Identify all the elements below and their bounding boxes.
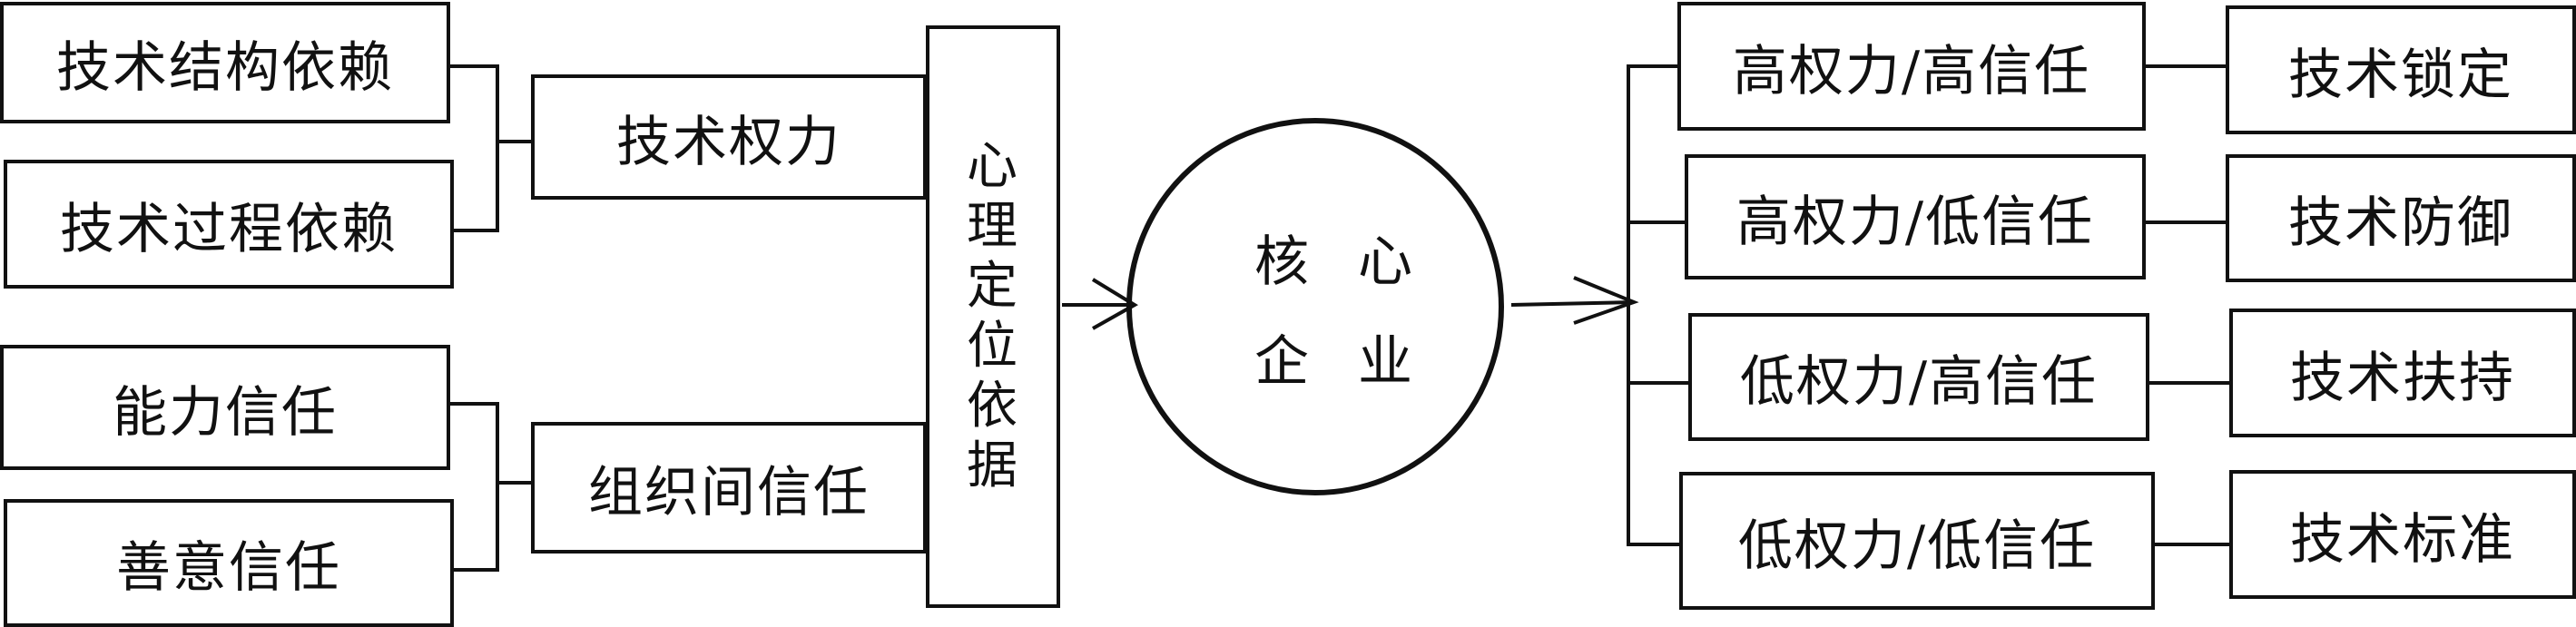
node-label: 高权力/低信任 — [1735, 190, 2095, 254]
node-label: 善意信任 — [116, 536, 341, 600]
arrow-to-outcomes — [1510, 300, 1635, 307]
node-tech-support: 技术扶持 — [2229, 309, 2576, 437]
core-line-1: 核心 — [1254, 218, 1414, 297]
node-inter-org-trust: 组织间信任 — [531, 422, 927, 554]
node-tech-structure-dependency: 技术结构依赖 — [0, 2, 450, 123]
core-char: 核 — [1254, 230, 1311, 294]
core-char: 业 — [1358, 330, 1414, 394]
node-low-power-low-trust: 低权力/低信任 — [1679, 472, 2155, 610]
node-label: 低权力/低信任 — [1737, 514, 2097, 578]
node-high-power-high-trust: 高权力/高信任 — [1677, 2, 2146, 131]
arrowhead-to-core — [1091, 278, 1138, 330]
node-tech-defense: 技术防御 — [2226, 154, 2576, 282]
basis-char: 位 — [967, 317, 1019, 376]
arrowhead-to-outcomes — [1573, 276, 1639, 325]
bracket-tech-dependency — [450, 64, 499, 232]
node-label: 组织间信任 — [588, 461, 870, 524]
node-label: 技术结构依赖 — [56, 35, 394, 100]
node-goodwill-trust: 善意信任 — [4, 499, 454, 627]
node-tech-power: 技术权力 — [531, 74, 927, 200]
node-label: 技术标准 — [2290, 507, 2515, 572]
node-label: 技术权力 — [616, 110, 841, 174]
node-label: 技术扶持 — [2290, 346, 2515, 410]
basis-char: 据 — [967, 436, 1019, 495]
core-line-2: 企业 — [1254, 318, 1414, 397]
core-char: 心 — [1358, 230, 1414, 294]
basis-char: 理 — [967, 197, 1019, 256]
core-char: 企 — [1254, 330, 1311, 394]
basis-char: 定 — [967, 257, 1019, 316]
node-tech-lock-in: 技术锁定 — [2226, 5, 2576, 134]
node-label: 能力信任 — [113, 380, 338, 445]
node-ability-trust: 能力信任 — [0, 345, 450, 470]
node-high-power-low-trust: 高权力/低信任 — [1685, 154, 2146, 279]
basis-char: 依 — [967, 377, 1019, 436]
bracket-trust-types — [450, 402, 499, 572]
node-label: 高权力/高信任 — [1732, 39, 2091, 103]
node-tech-standard: 技术标准 — [2229, 470, 2576, 599]
node-tech-process-dependency: 技术过程依赖 — [4, 160, 454, 289]
core-enterprise-circle — [1126, 118, 1504, 495]
node-label: 技术过程依赖 — [60, 197, 398, 261]
node-psychological-positioning-basis: 心 理 定 位 依 据 — [926, 25, 1060, 608]
node-low-power-high-trust: 低权力/高信任 — [1688, 313, 2149, 441]
node-label: 低权力/高信任 — [1739, 350, 2099, 414]
node-label: 技术锁定 — [2288, 43, 2513, 107]
basis-char: 心 — [967, 137, 1019, 196]
bracket-outcomes — [1627, 64, 1679, 546]
node-label: 技术防御 — [2288, 191, 2513, 255]
